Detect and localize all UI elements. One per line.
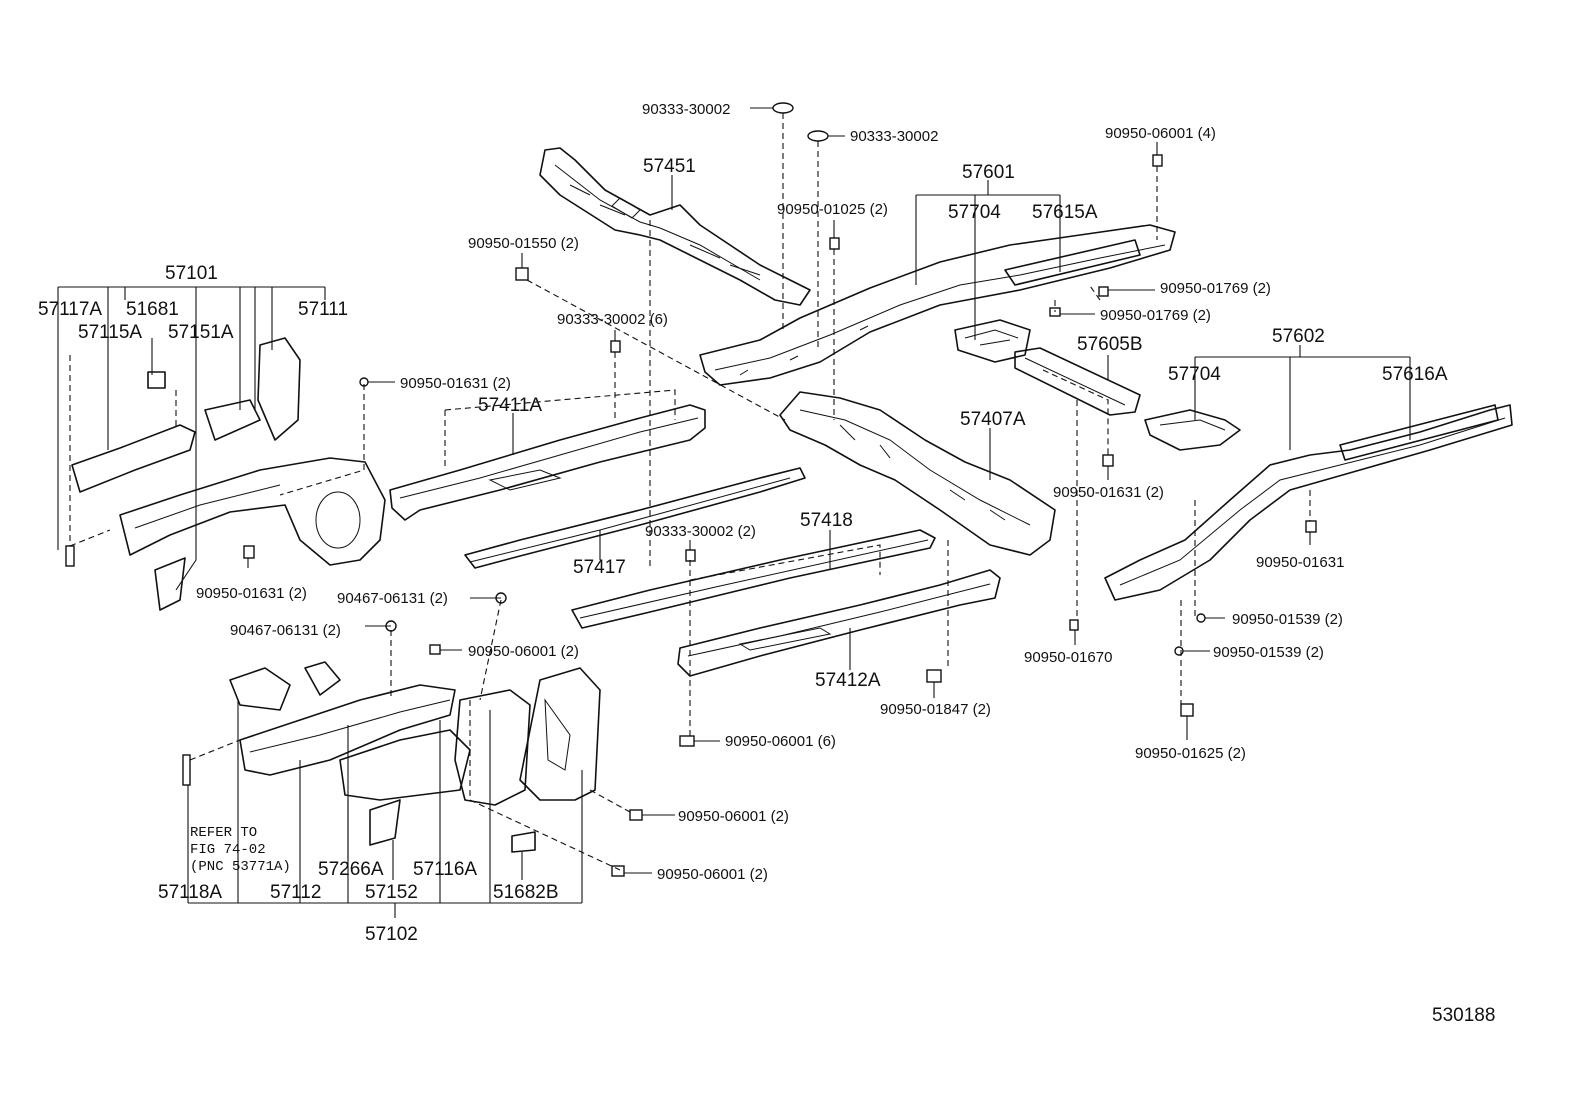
refer-line-2: FIG 74-02 (190, 842, 266, 858)
label-57116a: 57116A (413, 859, 477, 880)
label-90950-06001-2c: 90950-06001 (2) (657, 866, 768, 883)
label-57151a: 57151A (168, 322, 234, 343)
part-57605b-rail (1014, 347, 1141, 416)
label-57407a: 57407A (960, 409, 1026, 430)
label-57115a: 57115A (78, 322, 142, 343)
label-57616a: 57616A (1382, 364, 1448, 385)
part-57407a-floor-crossmember (779, 391, 1056, 556)
label-90950-01025: 90950-01025 (2) (777, 201, 888, 218)
label-57118a: 57118A (158, 882, 222, 903)
label-90950-01625: 90950-01625 (2) (1135, 745, 1246, 762)
label-57112: 57112 (270, 882, 321, 903)
part-57601-rear-side-member (699, 224, 1176, 386)
label-90950-01550: 90950-01550 (2) (468, 235, 579, 252)
part-57101-front-side-member (71, 337, 386, 611)
label-57117a: 57117A (38, 299, 102, 320)
dashed-alignment-lines (69, 113, 1311, 871)
leader-lines (57, 107, 1411, 918)
label-57602: 57602 (1272, 326, 1325, 347)
label-90950-01769-a: 90950-01769 (2) (1160, 280, 1271, 297)
part-57704-bracket-lower (1144, 409, 1241, 451)
part-57602-rear-side-member-rh (1104, 404, 1513, 601)
label-51681: 51681 (126, 299, 179, 320)
refer-note: REFER TO FIG 74-02 (PNC 53771A) (190, 825, 291, 875)
label-90950-01631-center: 90950-01631 (2) (1053, 484, 1164, 501)
label-90333-30002-b: 90333-30002 (850, 128, 938, 145)
label-57615a: 57615A (1032, 202, 1098, 223)
refer-line-1: REFER TO (190, 825, 257, 841)
label-90333-30002-a: 90333-30002 (642, 101, 730, 118)
label-90950-01631-left: 90950-01631 (2) (400, 375, 511, 392)
label-90950-06001-2b: 90950-06001 (2) (678, 808, 789, 825)
label-90950-01769-b: 90950-01769 (2) (1100, 307, 1211, 324)
label-90950-06001-4: 90950-06001 (4) (1105, 125, 1216, 142)
label-90333-30002-2: 90333-30002 (2) (645, 523, 756, 540)
label-57152: 57152 (365, 882, 418, 903)
label-90950-01847: 90950-01847 (2) (880, 701, 991, 718)
part-57417-rocker (464, 467, 806, 569)
refer-line-3: (PNC 53771A) (190, 859, 291, 875)
part-labels: 57101 57117A 51681 57111 57115A 57151A 5… (38, 156, 1448, 945)
part-57704-bracket-upper (954, 319, 1031, 363)
label-57101: 57101 (165, 263, 218, 284)
label-90950-01670: 90950-01670 (1024, 649, 1112, 666)
label-90467-06131-b: 90467-06131 (2) (230, 622, 341, 639)
label-90333-30002-6: 90333-30002 (6) (557, 311, 668, 328)
hardware-labels: 90333-30002 90333-30002 90950-06001 (4) … (196, 101, 1344, 883)
label-57102: 57102 (365, 924, 418, 945)
label-90950-01631-bottom: 90950-01631 (2) (196, 585, 307, 602)
label-57417: 57417 (573, 557, 626, 578)
label-90950-01539-b: 90950-01539 (2) (1213, 644, 1324, 661)
label-90950-01539-a: 90950-01539 (2) (1232, 611, 1343, 628)
label-57418: 57418 (800, 510, 853, 531)
label-90950-01631-right: 90950-01631 (1256, 554, 1344, 571)
label-57704-upper: 57704 (948, 202, 1001, 223)
label-57411a: 57411A (478, 395, 542, 416)
figure-number: 530188 (1432, 1005, 1495, 1026)
label-90467-06131-a: 90467-06131 (2) (337, 590, 448, 607)
label-57605b: 57605B (1077, 334, 1143, 355)
part-57412a-side-member (677, 569, 1001, 677)
label-57451: 57451 (643, 156, 696, 177)
label-90950-06001-6: 90950-06001 (6) (725, 733, 836, 750)
label-57704-lower: 57704 (1168, 364, 1221, 385)
part-57102-front-side-member (229, 661, 601, 853)
part-57411a-side-member (389, 404, 706, 521)
label-51682b: 51682B (493, 882, 559, 903)
label-57111: 57111 (298, 299, 348, 320)
label-90950-06001-2a: 90950-06001 (2) (468, 643, 579, 660)
label-57266a: 57266A (318, 859, 384, 880)
label-57412a: 57412A (815, 670, 881, 691)
label-57601: 57601 (962, 162, 1015, 183)
